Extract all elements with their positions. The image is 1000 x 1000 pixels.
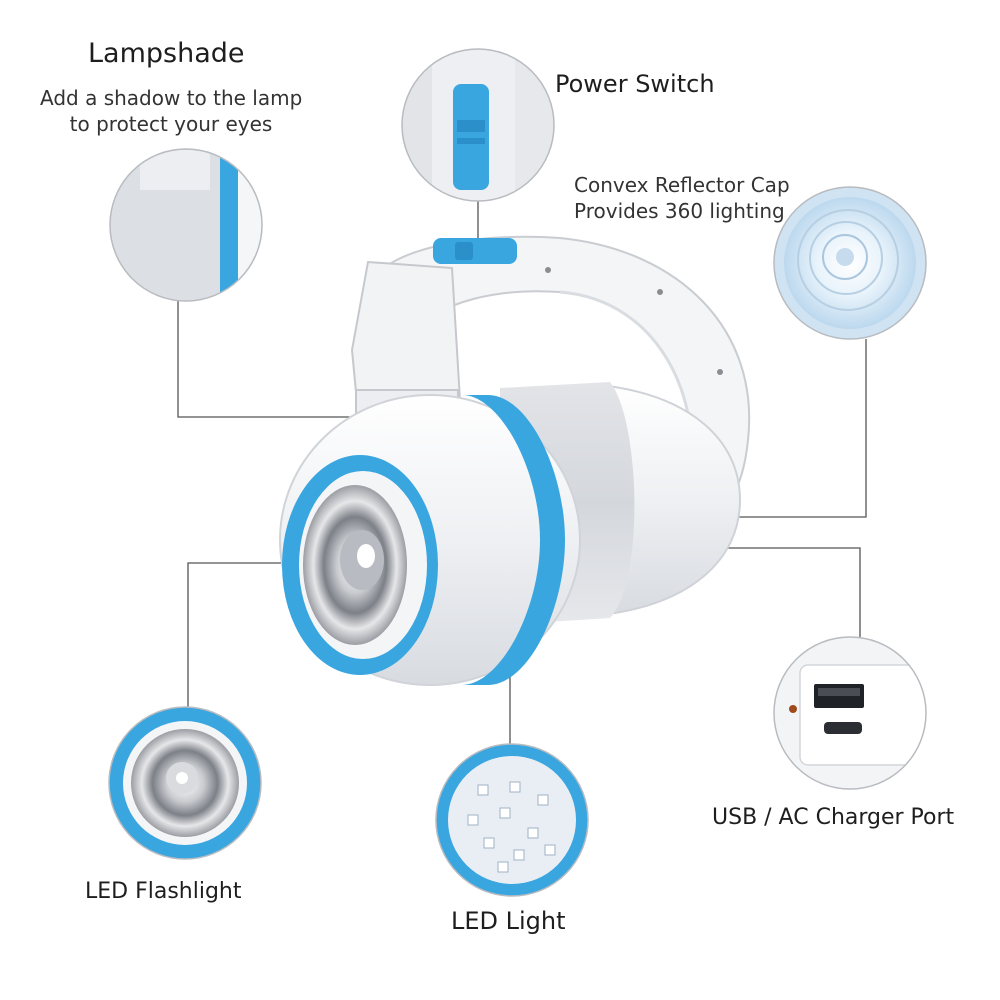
lampshade-title: Lampshade bbox=[88, 38, 245, 69]
lantern-body bbox=[279, 235, 751, 686]
handle-power-switch bbox=[433, 238, 517, 264]
reflector-label-line-1: Convex Reflector Cap bbox=[574, 173, 790, 197]
power-switch-label: Power Switch bbox=[555, 70, 715, 98]
charger-port-detail-icon bbox=[773, 636, 927, 790]
reflector-cap-detail-icon bbox=[773, 186, 927, 340]
charger-port-label: USB / AC Charger Port bbox=[712, 805, 955, 830]
leader-charger bbox=[700, 547, 861, 637]
lampshade-desc-line-1: Add a shadow to the lamp bbox=[40, 86, 303, 110]
power-switch-detail-icon bbox=[401, 48, 555, 202]
led-flashlight-detail-icon bbox=[108, 706, 262, 860]
leader-lampshade bbox=[177, 301, 360, 418]
led-light-detail-icon bbox=[435, 743, 589, 897]
lampshade-desc-line-2: to protect your eyes bbox=[69, 112, 273, 136]
reflector-label-line-2: Provides 360 lighting bbox=[574, 199, 785, 223]
led-flashlight-label: LED Flashlight bbox=[85, 879, 242, 904]
led-light-label: LED Light bbox=[451, 907, 566, 935]
lampshade-detail-icon bbox=[109, 148, 263, 302]
